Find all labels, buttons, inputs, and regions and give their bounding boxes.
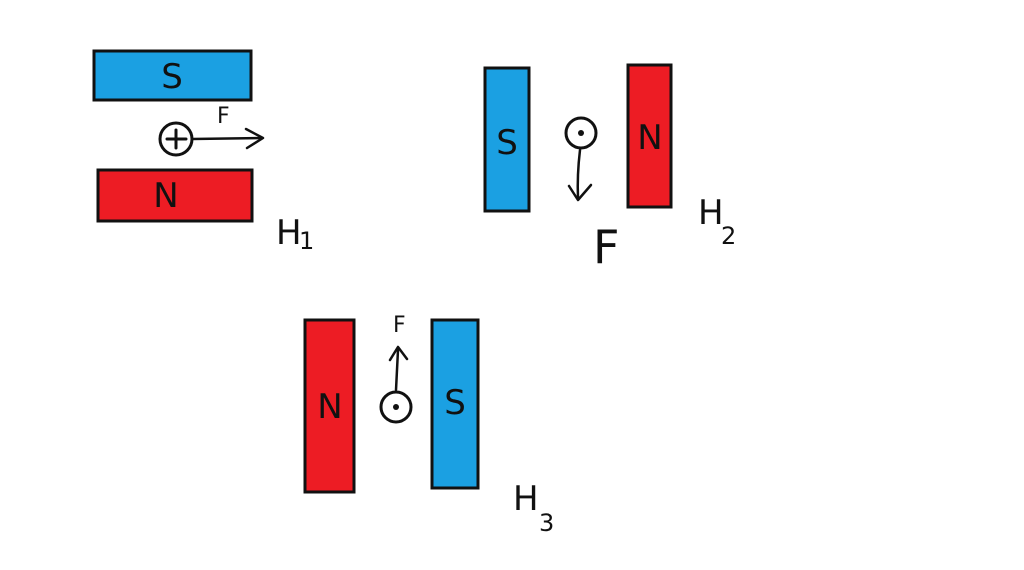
dot-in-circle-icon <box>379 390 413 424</box>
case-1-north-magnet <box>96 168 254 223</box>
case-1-label-main: H <box>276 213 302 253</box>
case-3-force-label: F <box>393 313 406 338</box>
case-3-force-arrowhead <box>388 345 409 362</box>
plus-in-circle-icon <box>158 121 194 157</box>
case-1-group: S N F H 1 <box>92 49 314 255</box>
case-2-label-main: H <box>698 193 724 233</box>
case-1-label-sub: 1 <box>299 227 314 255</box>
case-3-north-label: N <box>317 387 342 427</box>
case-1-force-arrowhead <box>244 127 265 150</box>
case-2-force-arrowhead <box>567 183 593 202</box>
dot-in-circle-icon <box>564 116 598 150</box>
case-3-force-arrow <box>394 348 400 392</box>
case-2-force-label: F <box>593 220 619 274</box>
case-3-group: N S F H 3 <box>303 313 554 537</box>
case-2-south-magnet <box>483 66 531 213</box>
case-1-south-magnet <box>92 49 253 102</box>
case-2-label-sub: 2 <box>721 222 736 250</box>
case-2-north-label: N <box>637 118 662 158</box>
case-3-south-label: S <box>444 383 466 423</box>
case-3-south-magnet <box>430 318 480 490</box>
case-1-force-label: F <box>217 104 230 129</box>
case-3-label-sub: 3 <box>539 509 554 537</box>
case-2-force-arrow <box>576 148 582 200</box>
case-1-south-label: S <box>161 57 183 97</box>
case-2-group: S N F H 2 <box>483 63 736 274</box>
case-3-label-main: H <box>513 479 539 519</box>
case-1-force-arrow <box>190 136 264 141</box>
case-2-north-magnet <box>626 63 673 209</box>
case-2-south-label: S <box>496 123 518 163</box>
case-1-north-label: N <box>153 176 178 216</box>
case-3-north-magnet <box>303 318 356 494</box>
